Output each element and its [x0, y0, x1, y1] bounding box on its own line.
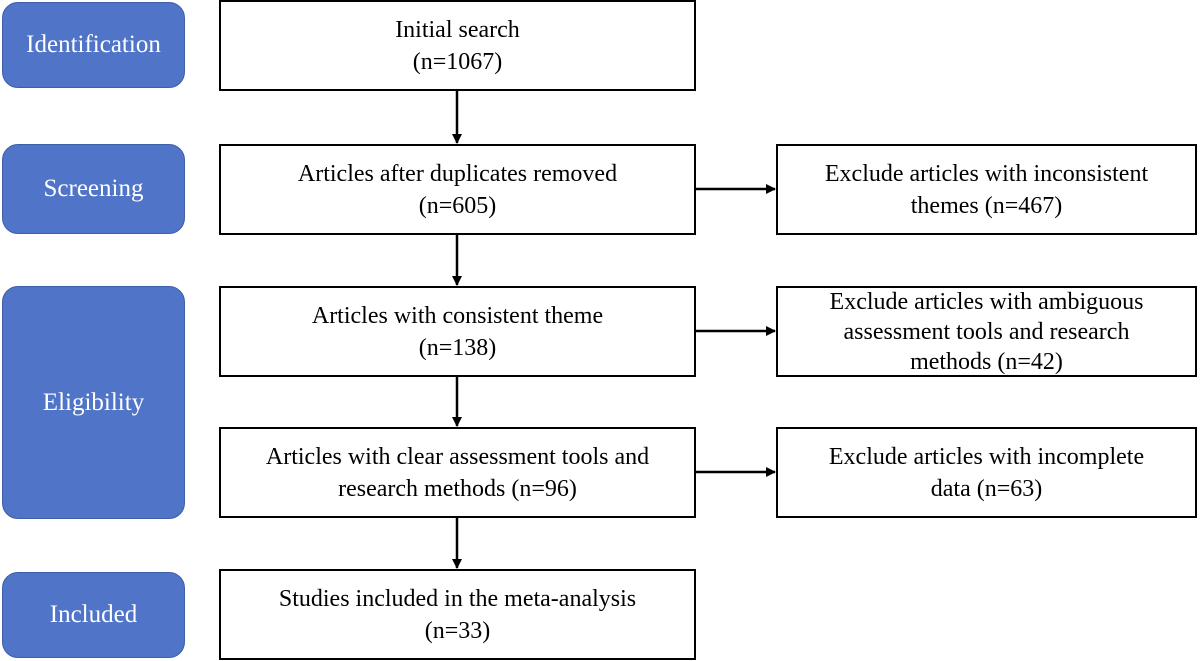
- box-after-duplicates-line1: Articles after duplicates removed: [297, 160, 618, 187]
- phase-screening-label: Screening: [43, 175, 144, 202]
- box-consistent-theme-line1: Articles with consistent theme: [311, 302, 604, 329]
- box-included-studies: Studies included in the meta-analysis (n…: [219, 569, 696, 660]
- phase-identification-label: Identification: [26, 31, 161, 58]
- box-initial-search: Initial search (n=1067): [219, 0, 696, 91]
- box-clear-tools-line2: research methods (n=96): [338, 475, 577, 502]
- box-included-studies-line1: Studies included in the meta-analysis: [278, 585, 637, 612]
- box-exclude-ambiguous-tools-line1: Exclude articles with ambiguous: [829, 288, 1144, 315]
- box-included-studies-line2: (n=33): [424, 617, 491, 644]
- box-clear-tools-line1: Articles with clear assessment tools and: [265, 443, 650, 470]
- box-exclude-incomplete-data: Exclude articles with incomplete data (n…: [776, 427, 1197, 518]
- box-exclude-ambiguous-tools-line3: methods (n=42): [910, 348, 1063, 375]
- phase-eligibility-label: Eligibility: [42, 388, 145, 416]
- box-initial-search-line2: (n=1067): [412, 48, 503, 75]
- box-after-duplicates-line2: (n=605): [418, 192, 497, 219]
- phase-screening: Screening: [2, 144, 185, 234]
- box-after-duplicates: Articles after duplicates removed (n=605…: [219, 144, 696, 235]
- box-exclude-incomplete-data-line2: data (n=63): [930, 475, 1043, 502]
- phase-included: Included: [2, 572, 185, 658]
- box-clear-tools: Articles with clear assessment tools and…: [219, 427, 696, 518]
- phase-included-label: Included: [49, 601, 138, 628]
- phase-identification: Identification: [2, 2, 185, 88]
- box-consistent-theme: Articles with consistent theme (n=138): [219, 286, 696, 377]
- box-exclude-incomplete-data-line1: Exclude articles with incomplete: [828, 443, 1145, 470]
- box-exclude-ambiguous-tools: Exclude articles with ambiguous assessme…: [776, 286, 1197, 377]
- box-consistent-theme-line2: (n=138): [418, 334, 497, 361]
- phase-eligibility: Eligibility: [2, 286, 185, 519]
- box-exclude-inconsistent-themes-line1: Exclude articles with inconsistent: [824, 160, 1149, 187]
- box-exclude-inconsistent-themes-line2: themes (n=467): [910, 192, 1063, 219]
- box-exclude-inconsistent-themes: Exclude articles with inconsistent theme…: [776, 144, 1197, 235]
- box-initial-search-line1: Initial search: [395, 16, 520, 43]
- box-exclude-ambiguous-tools-line2: assessment tools and research: [843, 318, 1130, 345]
